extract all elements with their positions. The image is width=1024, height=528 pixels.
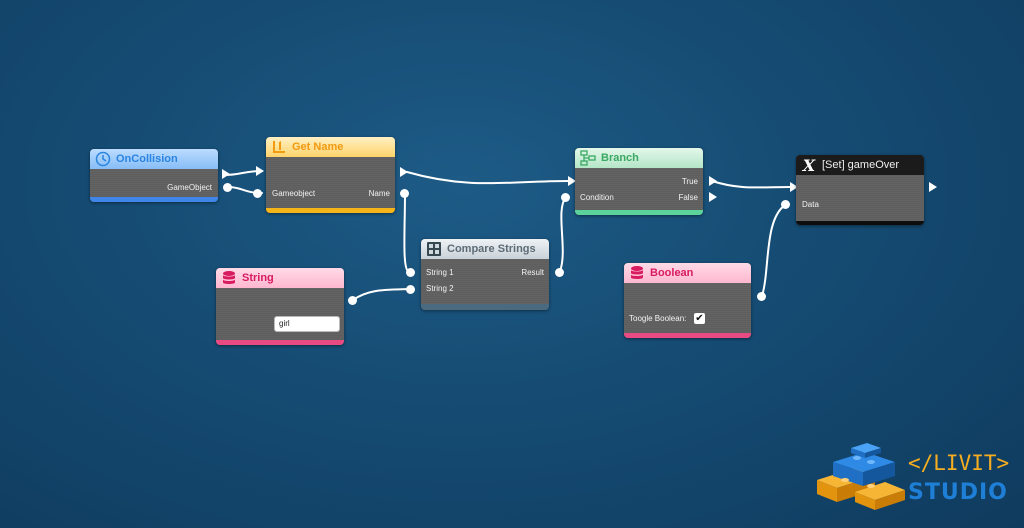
string1-input-label: String 1 [426,268,454,277]
number-one-icon [270,138,288,156]
livit-studio-logo [817,443,905,510]
set-gameover-node[interactable]: X [Set] gameOver Data [796,155,924,225]
gameobject-input-pin[interactable] [253,189,262,198]
set-gameover-header[interactable]: X [Set] gameOver [796,155,924,175]
node-title: OnCollision [116,153,178,165]
false-output-label: False [678,193,698,202]
wire-data-string-string2 [352,288,410,301]
name-output-pin[interactable] [400,189,409,198]
name-output-label: Name [368,189,390,198]
boolean-output-pin[interactable] [757,292,766,301]
toggle-boolean-checkbox[interactable]: ✔ [694,313,705,324]
data-input-label: Data [802,200,819,209]
compare-strings-node[interactable]: Compare Strings String 1 String 2 Result [421,239,549,310]
result-output-pin[interactable] [555,268,564,277]
logo-text-studio: STUDIO [908,480,1008,505]
oncollision-node[interactable]: OnCollision GameObject [90,149,218,202]
node-footer [90,197,218,202]
gameobject-output-label: GameObject [167,183,212,192]
result-output-label: Result [521,268,544,277]
node-footer [624,333,751,338]
node-footer [796,221,924,225]
toggle-boolean-label: Toogle Boolean: [629,314,687,323]
condition-input-label: Condition [580,193,614,202]
string2-input-label: String 2 [426,284,454,293]
getname-header[interactable]: Get Name [266,137,395,157]
node-title: Get Name [292,141,344,153]
node-title: Branch [601,152,639,164]
gameobject-output-pin[interactable] [223,183,232,192]
true-output-label: True [681,177,698,186]
wire-exec-getname-branch [406,171,569,185]
string-header[interactable]: String [216,268,344,288]
getname-exec-in-pin[interactable] [256,166,264,176]
gameobject-input-label: Gameobject [272,189,316,198]
compare-strings-header[interactable]: Compare Strings [421,239,549,259]
true-exec-out-pin[interactable] [709,176,717,186]
wire-data-name-string1 [403,192,410,273]
boolean-node[interactable]: Boolean Toogle Boolean: ✔ [624,263,751,338]
data-input-pin[interactable] [781,200,790,209]
logo-text-livit: </LIVIT> [908,451,1010,475]
node-footer [266,208,395,213]
oncollision-header[interactable]: OnCollision [90,149,218,169]
getname-node[interactable]: Get Name Gameobject Name [266,137,395,213]
condition-input-pin[interactable] [561,193,570,202]
node-footer [575,210,703,215]
node-footer [216,340,344,345]
node-title: [Set] gameOver [822,159,900,171]
branch-node[interactable]: Branch Condition True False [575,148,703,215]
wire-data-boolean-data [761,204,786,297]
node-title: Compare Strings [447,243,536,255]
checkmark-icon: ✔ [695,313,704,324]
oncollision-exec-out-pin[interactable] [222,169,230,179]
wire-data-result-condition [559,196,567,272]
string-node[interactable]: String girl [216,268,344,345]
node-title: String [242,272,274,284]
node-title: Boolean [650,267,694,279]
node-footer [421,304,549,310]
string-value-input[interactable]: girl [274,316,340,332]
false-exec-out-pin[interactable] [709,192,717,202]
flowchart-icon [579,149,597,167]
string2-input-pin[interactable] [406,285,415,294]
wire-exec-true-set [711,180,791,189]
set-exec-out-pin[interactable] [929,182,937,192]
string1-input-pin[interactable] [406,268,415,277]
database-icon [628,264,646,282]
branch-header[interactable]: Branch [575,148,703,168]
calculator-icon [425,240,443,258]
string-output-pin[interactable] [348,296,357,305]
boolean-header[interactable]: Boolean [624,263,751,283]
variable-x-icon: X [802,155,816,175]
getname-exec-out-pin[interactable] [400,167,408,177]
clock-icon [94,150,112,168]
database-icon [220,269,238,287]
